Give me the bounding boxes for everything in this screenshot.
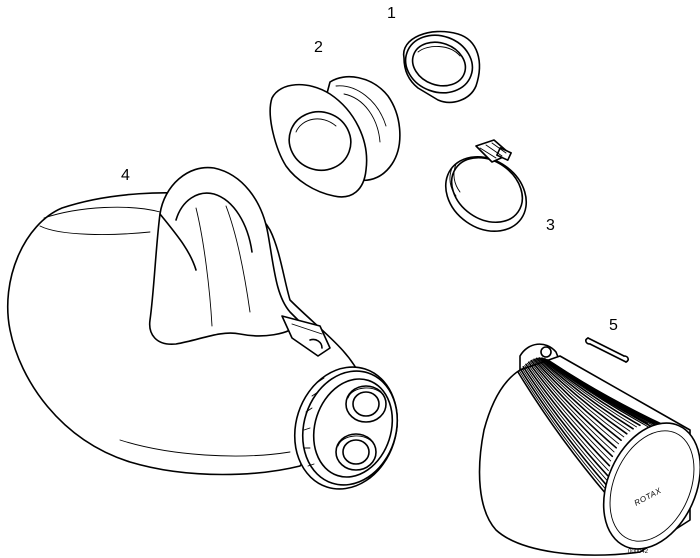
part-3-clamp [444,139,528,233]
filter-pleat [541,357,641,427]
filter-pleat [535,357,628,435]
filter-pleats [517,357,689,497]
filter-code-text: 000042 [628,549,649,555]
filter-pleat [540,357,637,428]
callout-4: 4 [121,167,130,184]
part-2-adapter [269,75,401,198]
filter-pleat [526,362,612,462]
filter-pleat [538,357,634,430]
filter-pleat [537,357,631,432]
callout-3: 3 [546,217,555,234]
filter-pleat [525,363,611,467]
callout-2: 2 [314,39,323,56]
filter-pleat [532,359,620,445]
part-5-tie [585,337,629,363]
callout-1: 1 [387,5,396,22]
filter-pleat [534,358,625,438]
part-1-sleeve [402,30,481,104]
filter-pleat [521,367,608,482]
filter-pleat [522,366,609,477]
filter-pleat [533,358,622,441]
air-filter: ROTAX 000042 [478,343,700,556]
part-4-silencer [6,166,399,490]
callout-5: 5 [609,317,618,334]
filter-pleat [530,359,617,449]
filter-pleat [524,365,609,472]
filter-pleat [519,368,608,487]
filter-pleat [518,370,608,492]
filter-pleat [527,361,614,458]
filter-pleat [517,371,609,497]
filter-pleat [529,360,615,453]
